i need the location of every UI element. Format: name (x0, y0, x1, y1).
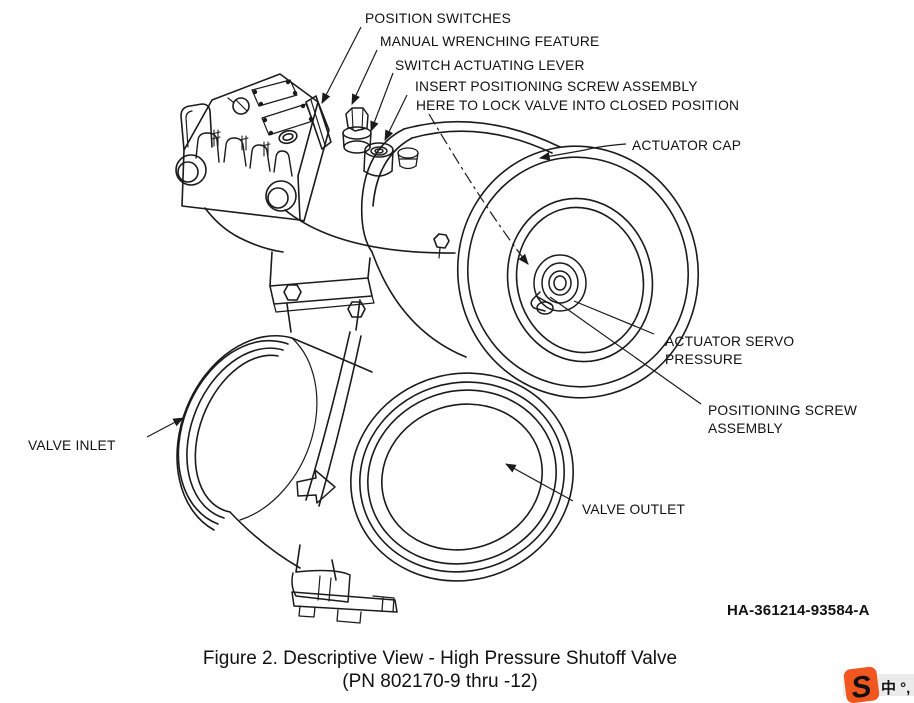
label-positioning-screw-line1: POSITIONING SCREW (708, 403, 857, 418)
leader-manual-wrenching (351, 49, 378, 105)
cover-plates (251, 79, 314, 136)
valve-drawing (175, 73, 700, 624)
label-actuator-cap: ACTUATOR CAP (632, 138, 741, 153)
label-switch-actuating-lever: SWITCH ACTUATING LEVER (395, 58, 585, 73)
bonnet-bell (204, 207, 456, 333)
watermark-tile-icon (843, 666, 880, 703)
valve-body-tube (176, 331, 373, 581)
watermark-text: 中 °, (881, 679, 910, 697)
mounting-foot (291, 569, 398, 624)
drum-fitting (397, 147, 419, 170)
label-manual-wrenching-feature: MANUAL WRENCHING FEATURE (380, 34, 599, 49)
leader-switch-lever (370, 72, 394, 133)
leader-actuator-cap (538, 143, 627, 161)
watermark-logo: S 中 °, (843, 666, 914, 703)
leader-valve-outlet (505, 463, 574, 502)
actuator-servo-hub (530, 254, 587, 315)
actuator-drum (360, 120, 700, 399)
leader-position-switches (321, 26, 362, 104)
wrenching-nut (342, 107, 372, 154)
leader-insert-port (384, 94, 408, 141)
label-actuator-servo-line2: PRESSURE (665, 352, 743, 367)
leader-insert-dashdot (428, 113, 529, 265)
switch-box (175, 73, 330, 222)
drawing-number: HA-361214-93584-A (727, 602, 870, 619)
label-positioning-screw-line2: ASSEMBLY (708, 421, 783, 436)
label-actuator-servo-line1: ACTUATOR SERVO (665, 334, 794, 349)
callout-labels: POSITION SWITCHES MANUAL WRENCHING FEATU… (28, 11, 857, 517)
actuating-lever (305, 95, 332, 150)
label-valve-inlet: VALVE INLET (28, 438, 116, 453)
cam-lobes (195, 129, 293, 177)
flow-direction-arrow-icon (296, 469, 336, 504)
watermark-tile-letter: S (849, 670, 873, 703)
caption-line1: Figure 2. Descriptive View - High Pressu… (203, 648, 677, 669)
label-valve-outlet: VALVE OUTLET (582, 502, 685, 517)
label-position-switches: POSITION SWITCHES (365, 11, 511, 26)
label-insert-line1: INSERT POSITIONING SCREW ASSEMBLY (415, 79, 698, 94)
caption-line2: (PN 802170-9 thru -12) (342, 671, 537, 692)
figure-caption: Figure 2. Descriptive View - High Pressu… (203, 648, 677, 692)
outlet-ring (350, 372, 574, 582)
leader-positioning-screw (549, 296, 702, 405)
leader-valve-inlet (146, 417, 184, 438)
screw-port-boss (363, 142, 394, 177)
leader-actuator-servo (573, 300, 655, 335)
leader-lines (146, 26, 702, 502)
label-insert-line2: HERE TO LOCK VALVE INTO CLOSED POSITION (416, 98, 739, 113)
